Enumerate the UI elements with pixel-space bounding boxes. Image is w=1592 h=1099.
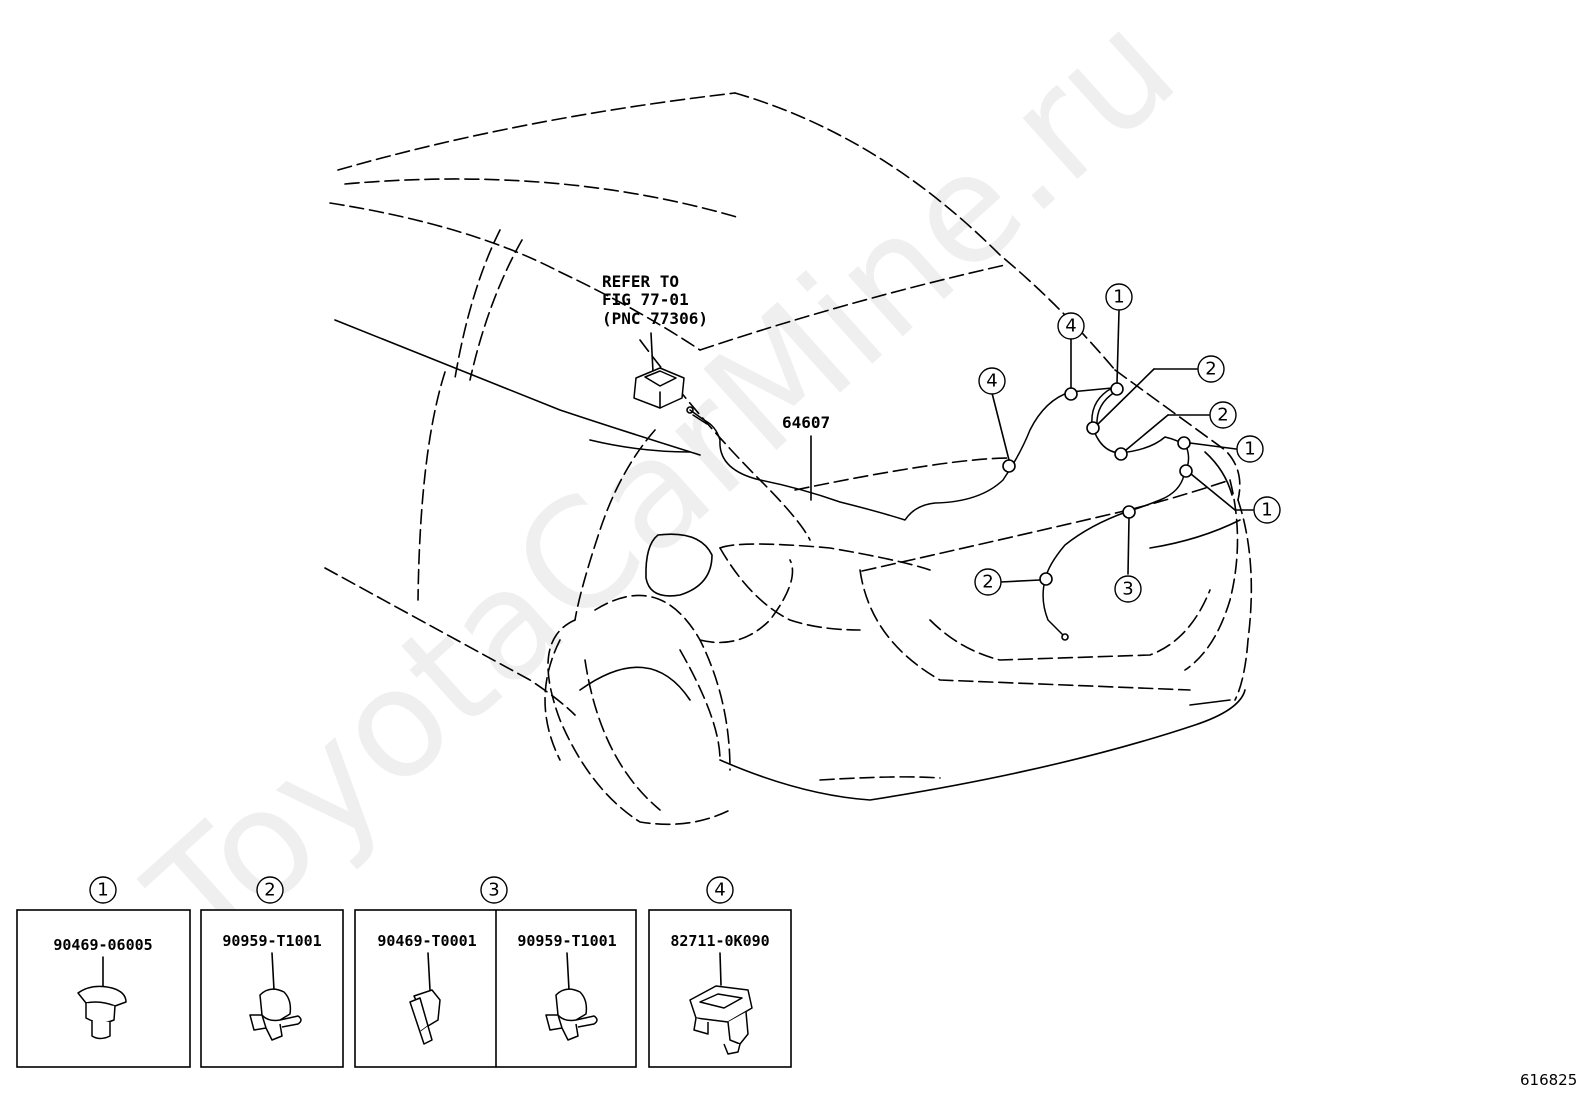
- clip-2-icon: [249, 988, 302, 1041]
- legend-4-part-number: 82711-0K090: [670, 932, 769, 950]
- vehicle-outline: [324, 92, 1253, 826]
- callouts: 1 4 4 2 2 1 1 3: [974, 283, 1281, 603]
- callout-1-top: 1: [1105, 283, 1133, 311]
- legend: 1 90469-06005 2 90959-T1001: [16, 876, 792, 1068]
- reference-note-line1: REFER TO: [602, 272, 679, 291]
- svg-text:2: 2: [982, 572, 993, 593]
- reference-note: REFER TO FIG 77-01 (PNC 77306): [602, 272, 708, 373]
- legend-box-1: 1 90469-06005: [16, 876, 191, 1068]
- clip-points: [1002, 382, 1193, 586]
- callout-4-left: 4: [978, 367, 1006, 395]
- legend-2-number: 2: [264, 880, 275, 901]
- clip-3b-icon: [545, 988, 598, 1041]
- legend-3-number: 3: [488, 880, 499, 901]
- callout-2-upper: 2: [1197, 355, 1225, 383]
- legend-box-2: 2 90959-T1001: [200, 876, 344, 1068]
- clip-3a-icon: [409, 989, 441, 1045]
- svg-text:4: 4: [1065, 316, 1076, 337]
- callout-2-middle: 2: [1209, 401, 1237, 429]
- svg-text:2: 2: [1217, 405, 1228, 426]
- legend-1-number: 1: [97, 880, 108, 901]
- legend-1-part-number: 90469-06005: [53, 936, 152, 954]
- callout-3: 3: [1114, 575, 1142, 603]
- legend-3-part-number-b: 90959-T1001: [517, 932, 616, 950]
- legend-3-part-number-a: 90469-T0001: [377, 932, 476, 950]
- connector-block: [633, 367, 694, 414]
- clip-1-icon: [77, 985, 127, 1040]
- reference-note-line2: FIG 77-01: [602, 290, 689, 309]
- legend-2-part-number: 90959-T1001: [222, 932, 321, 950]
- callout-4-upper: 4: [1057, 312, 1085, 340]
- reference-note-line3: (PNC 77306): [602, 309, 708, 328]
- svg-text:2: 2: [1205, 359, 1216, 380]
- svg-text:1: 1: [1244, 439, 1255, 460]
- callout-1-lower: 1: [1253, 496, 1281, 524]
- figure-id: 616825: [1520, 1071, 1577, 1089]
- callout-1-middle: 1: [1236, 435, 1264, 463]
- legend-box-4: 4 82711-0K090: [648, 876, 792, 1068]
- watermark: ToyotaCarMine.ru: [117, 0, 1208, 987]
- svg-text:1: 1: [1261, 500, 1272, 521]
- svg-text:3: 3: [1122, 579, 1133, 600]
- clip-4-icon: [689, 985, 753, 1055]
- callout-2-lower: 2: [974, 568, 1002, 596]
- svg-text:1: 1: [1113, 287, 1124, 308]
- main-part-number: 64607: [782, 413, 830, 432]
- legend-box-3: 3 90469-T0001 90959-T1001: [354, 876, 637, 1068]
- svg-text:4: 4: [986, 371, 997, 392]
- legend-4-number: 4: [714, 880, 725, 901]
- callout-leaders: [991, 310, 1254, 583]
